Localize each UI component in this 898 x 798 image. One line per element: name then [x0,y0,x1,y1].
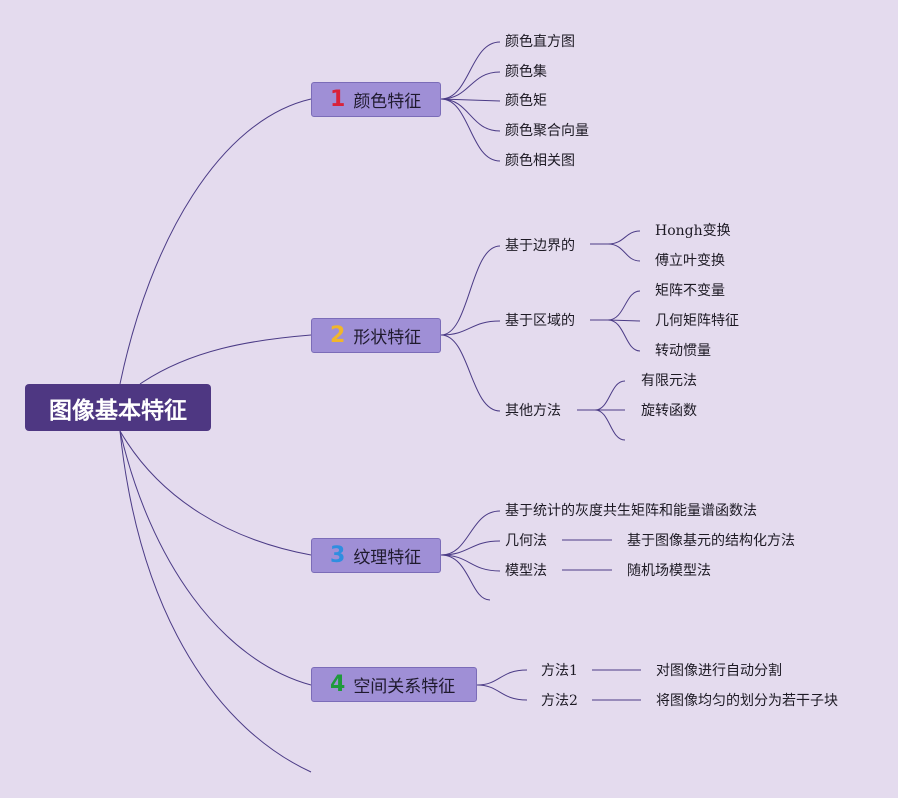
sub-statistical-method[interactable]: 基于统计的灰度共生矩阵和能量谱函数法 [505,503,757,519]
leaf-finite-element[interactable]: 有限元法 [641,373,697,389]
leaf-random-field-model[interactable]: 随机场模型法 [627,563,711,579]
sub-other-methods[interactable]: 其他方法 [505,403,561,419]
leaf-color-coherence-vector[interactable]: 颜色聚合向量 [505,123,589,139]
sub-geometric-method[interactable]: 几何法 [505,533,547,549]
sub-boundary-based[interactable]: 基于边界的 [505,238,575,254]
number-1-icon: 1 [330,87,346,112]
sub-region-based[interactable]: 基于区域的 [505,313,575,329]
branch-label: 颜色特征 [353,92,422,112]
sub-model-method[interactable]: 模型法 [505,563,547,579]
leaf-auto-segmentation[interactable]: 对图像进行自动分割 [656,663,782,679]
leaf-color-histogram[interactable]: 颜色直方图 [505,34,575,50]
leaf-geometric-moment[interactable]: 几何矩阵特征 [655,313,739,329]
leaf-color-correlogram[interactable]: 颜色相关图 [505,153,575,169]
branch-spatial-relation-feature[interactable]: 4 空间关系特征 [311,667,477,702]
branch-label: 空间关系特征 [353,677,456,697]
leaf-hough-transform[interactable]: Hongh变换 [655,223,731,239]
branch-label: 纹理特征 [353,548,422,568]
branch-texture-feature[interactable]: 3 纹理特征 [311,538,441,573]
number-4-icon: 4 [330,672,346,697]
leaf-uniform-subblocks[interactable]: 将图像均匀的划分为若干子块 [656,693,838,709]
leaf-color-set[interactable]: 颜色集 [505,64,547,80]
leaf-moment-of-inertia[interactable]: 转动惯量 [655,343,711,359]
branch-shape-feature[interactable]: 2 形状特征 [311,318,441,353]
sub-method-2[interactable]: 方法2 [541,693,578,709]
branch-label: 形状特征 [353,328,422,348]
leaf-color-moment[interactable]: 颜色矩 [505,93,547,109]
leaf-matrix-invariant[interactable]: 矩阵不变量 [655,283,725,299]
sub-method-1[interactable]: 方法1 [541,663,578,679]
root-label: 图像基本特征 [49,397,187,424]
number-2-icon: 2 [330,323,346,348]
leaf-fourier-transform[interactable]: 傅立叶变换 [655,253,725,269]
number-3-icon: 3 [330,543,346,568]
leaf-structural-primitive[interactable]: 基于图像基元的结构化方法 [627,533,795,549]
leaf-turning-function[interactable]: 旋转函数 [641,403,697,419]
branch-color-feature[interactable]: 1 颜色特征 [311,82,441,117]
root-node[interactable]: 图像基本特征 [25,384,211,431]
